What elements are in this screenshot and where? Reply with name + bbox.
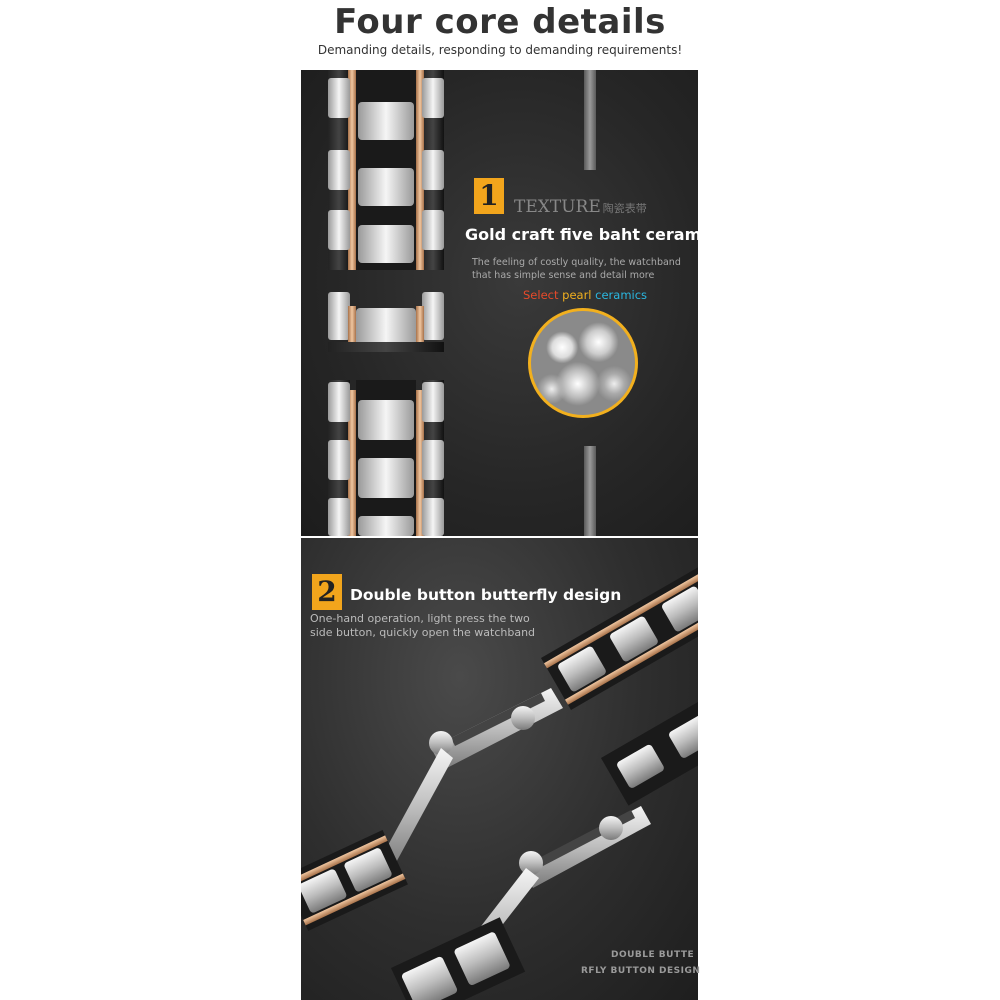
decor-bar-bottom [584, 446, 596, 536]
select-pearl-ceramics-label: Select pearl ceramics [523, 288, 647, 302]
butterfly-panel [301, 538, 698, 1000]
section1-desc-line1: The feeling of costly quality, the watch… [472, 257, 681, 268]
texture-suffix: 陶瓷表带 [602, 202, 647, 215]
watch-strap-vertical-image [328, 70, 444, 536]
section1-description: The feeling of costly quality, the watch… [472, 256, 692, 282]
section2-heading: Double button butterfly design [350, 586, 622, 604]
pearl-ceramics-image [528, 308, 638, 418]
section1-heading: Gold craft five baht ceramics [465, 225, 726, 244]
caption-line1: DOUBLE BUTTE [611, 950, 695, 960]
pearl-word: pearl [562, 288, 592, 302]
section-number-1: 1 [474, 178, 504, 214]
texture-word: TEXTURE [514, 197, 601, 217]
texture-panel [301, 70, 698, 536]
section-number-2: 2 [312, 574, 342, 610]
header: Four core details Demanding details, res… [0, 0, 1000, 70]
select-word: Select [523, 288, 559, 302]
section2-description: One-hand operation, light press the two … [310, 612, 540, 640]
decor-bar-top [584, 70, 596, 170]
ceramics-word: ceramics [595, 288, 648, 302]
page-subtitle: Demanding details, responding to demandi… [317, 43, 683, 57]
section1-desc-line2: that has simple sense and detail more [472, 270, 655, 281]
section2-desc-line2: side button, quickly open the watchband [310, 626, 536, 639]
butterfly-clasp-image [301, 563, 698, 1000]
section2-desc-line1: One-hand operation, light press the two [310, 612, 530, 625]
page-title: Four core details [334, 2, 666, 42]
caption-line2: RFLY BUTTON DESIGN [581, 966, 701, 976]
